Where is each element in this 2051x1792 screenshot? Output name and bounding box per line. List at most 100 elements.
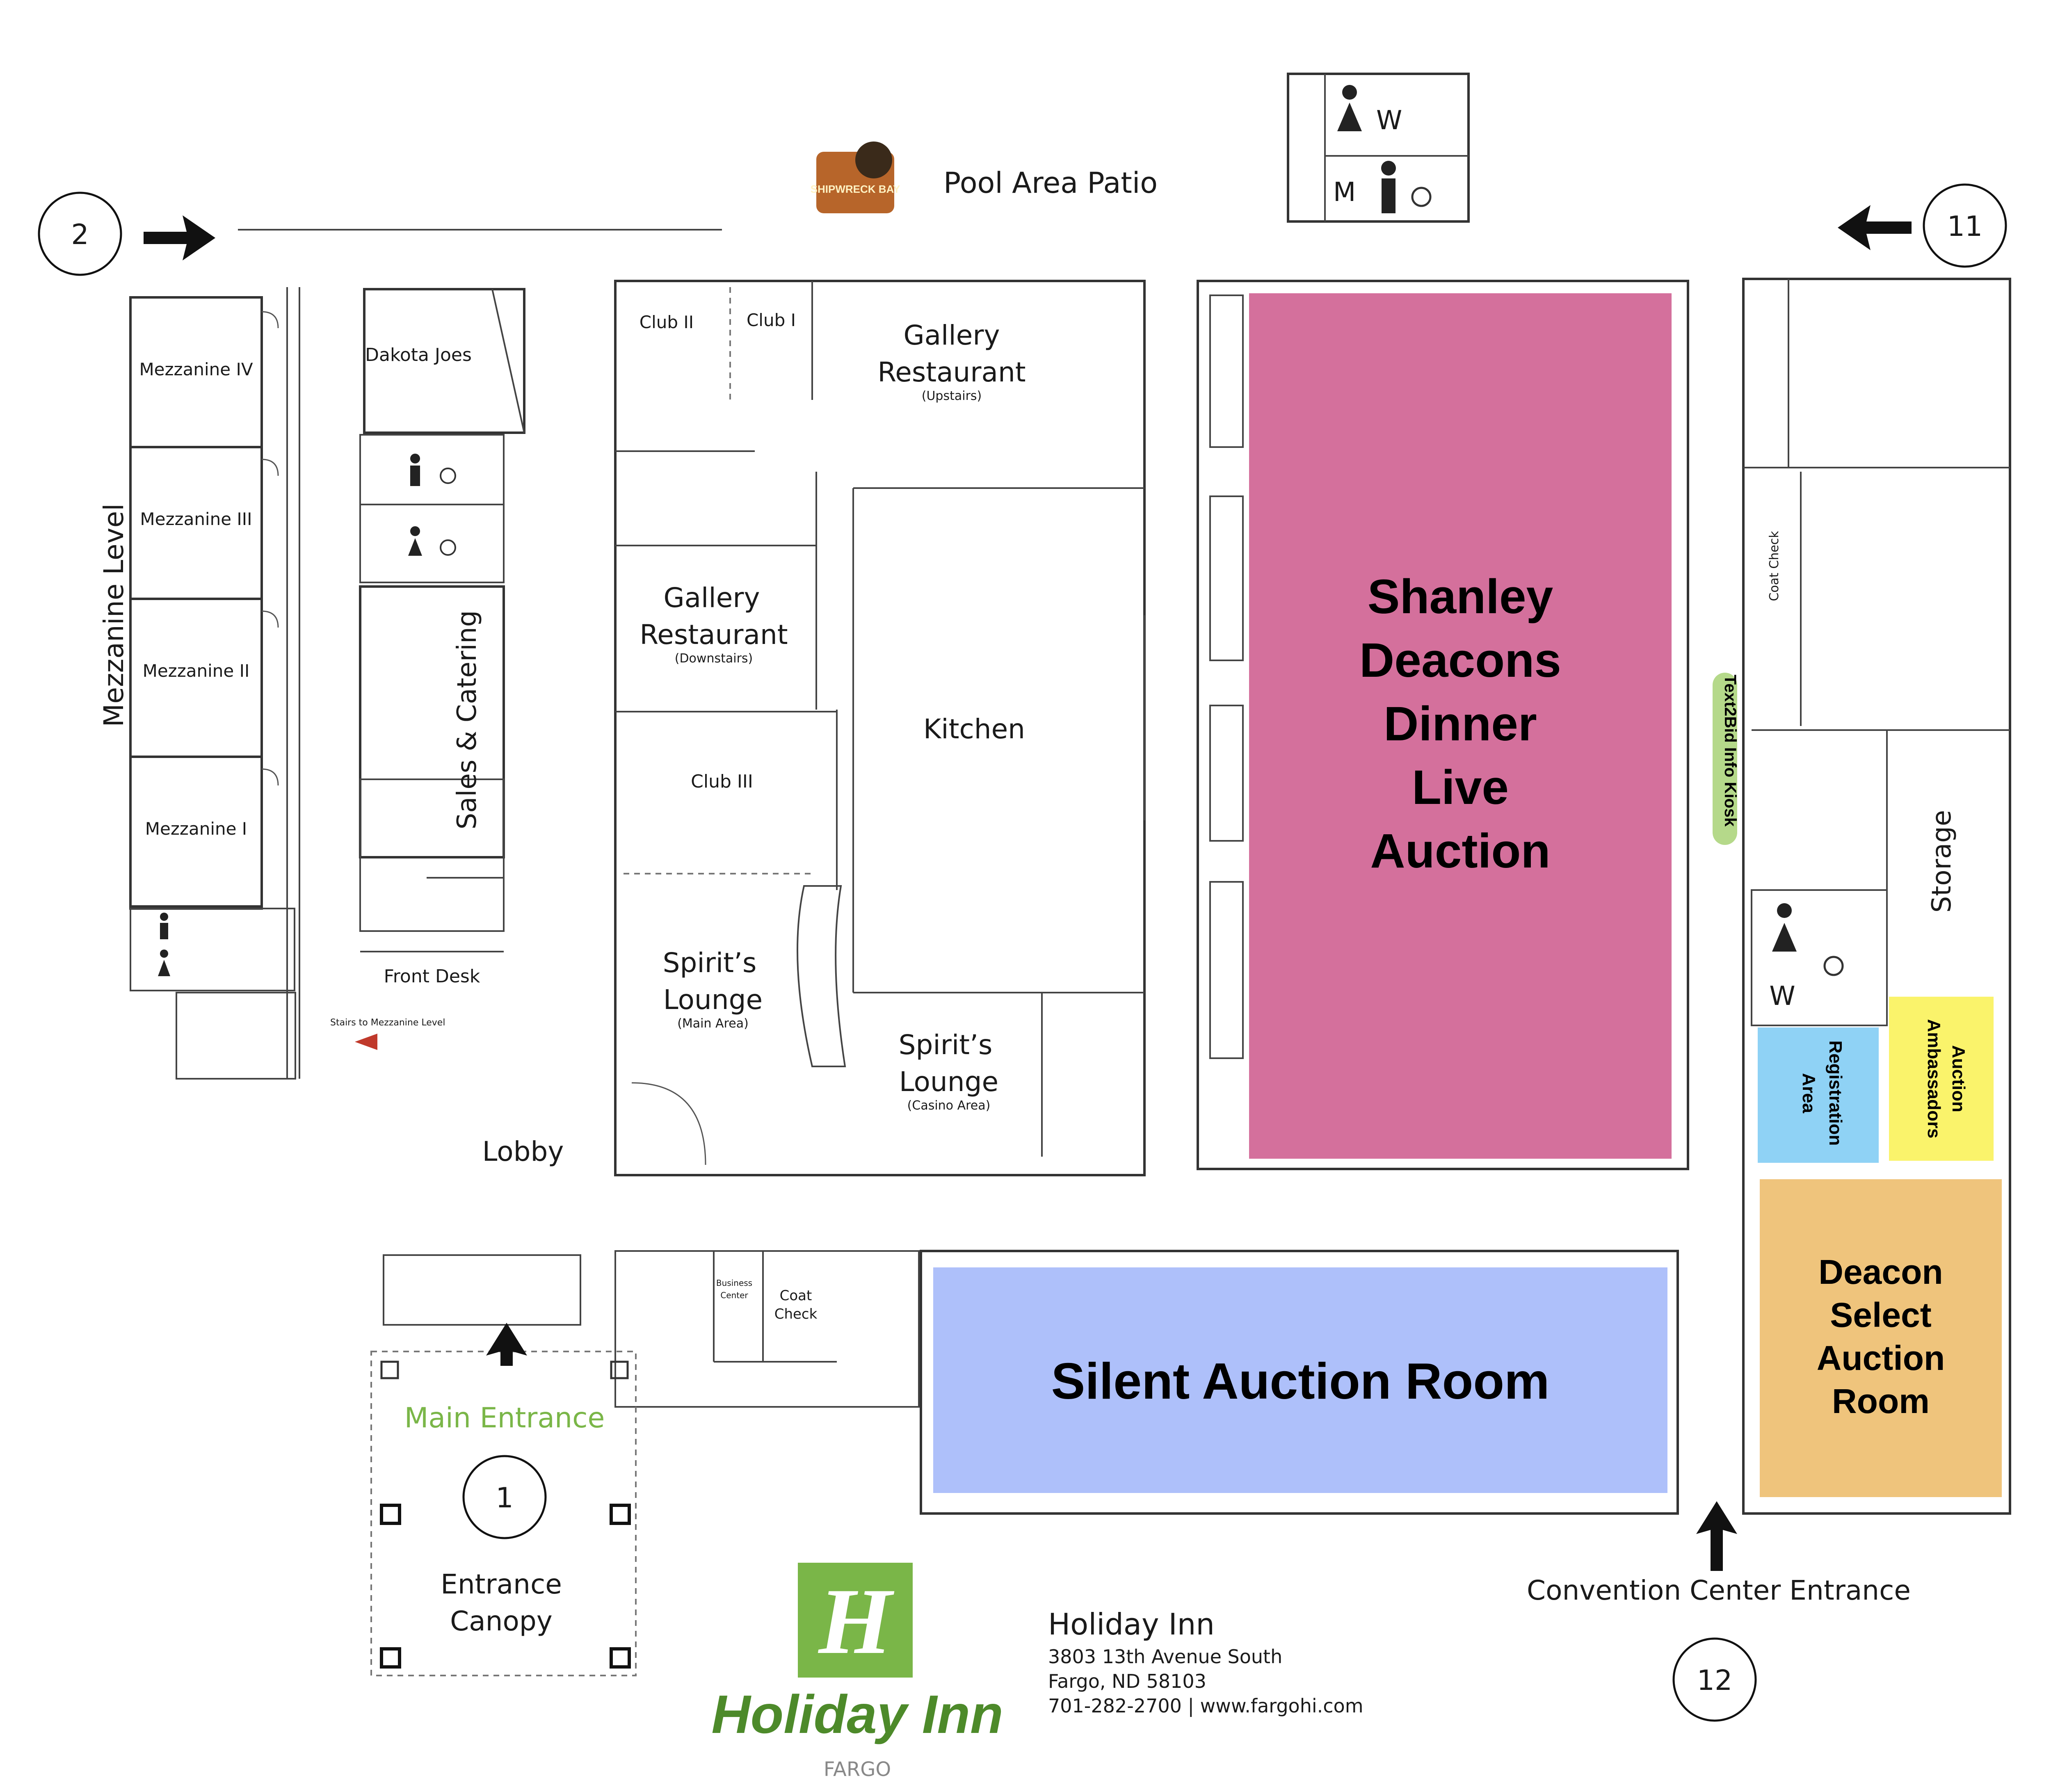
coat-check-line2: Check: [774, 1306, 818, 1322]
venue-contact: 701-282-2700 | www.fargohi.com: [1048, 1695, 1364, 1717]
room-gallery-downstairs-line1: Gallery: [663, 582, 760, 614]
room-mezzanine-4: Mezzanine IV: [139, 359, 253, 379]
room-club-3: Club III: [691, 771, 753, 792]
entrance-number-2: 2: [71, 219, 89, 251]
registration-line2: Area: [1799, 1073, 1819, 1113]
room-gallery-upstairs-line2: Restaurant: [877, 356, 1026, 388]
text2bid-kiosk-marker: [1713, 673, 1737, 845]
venue-address-line1: 3803 13th Avenue South: [1048, 1646, 1282, 1668]
room-gallery-upstairs-line1: Gallery: [903, 320, 1000, 351]
silent-auction-room: [933, 1267, 1667, 1493]
restroom-men-icon: [410, 454, 420, 486]
live-auction-room: [1249, 293, 1672, 1159]
pool-area: SHIPWRECK BAY Pool Area Patio: [238, 142, 1158, 231]
entrance-number-11: 11: [1947, 210, 1983, 243]
restroom-women-icon: [158, 950, 170, 976]
accessible-icon: [440, 468, 456, 484]
room-mezzanine-3: Mezzanine III: [140, 509, 252, 529]
deacon-select-line2: Select: [1830, 1296, 1932, 1334]
deacon-select-line3: Auction: [1817, 1339, 1945, 1377]
room-mezzanine-2: Mezzanine II: [143, 661, 250, 681]
pool-area-patio-label: Pool Area Patio: [943, 166, 1158, 200]
mezzanine-level-label: Mezzanine Level: [98, 503, 130, 727]
accessible-icon: [1411, 187, 1432, 207]
room-spirits-casino-line2: Lounge: [899, 1066, 998, 1098]
venue-address-line2: Fargo, ND 58103: [1048, 1670, 1206, 1692]
main-entrance-arrow-icon: [486, 1323, 527, 1366]
room-spirits-casino-line3: (Casino Area): [907, 1098, 991, 1113]
convention-wing: [614, 1250, 1679, 1515]
stairs-to-mezzanine-label: Stairs to Mezzanine Level: [330, 1018, 445, 1028]
front-desk-label: Front Desk: [384, 966, 480, 987]
stairs-arrow-icon: [355, 1034, 377, 1050]
registration-area: [1758, 1027, 1879, 1163]
men-restroom-label: M: [1333, 177, 1356, 208]
entrance-marker-11: 11: [1923, 183, 2007, 268]
room-club-1: Club I: [747, 310, 796, 330]
accessible-icon: [1823, 956, 1844, 976]
venue-name: Holiday Inn: [1048, 1607, 1215, 1641]
restroom-men-icon: [1381, 161, 1396, 213]
room-spirits-main-line2: Lounge: [663, 984, 763, 1016]
holiday-inn-logo: H Holiday Inn FARGO: [711, 1563, 1003, 1781]
coat-check-line1: Coat: [780, 1288, 812, 1304]
room-gallery-upstairs-line3: (Upstairs): [922, 389, 982, 403]
business-center-line1: Business: [716, 1278, 752, 1288]
room-kitchen: Kitchen: [923, 713, 1025, 745]
logo-city: FARGO: [824, 1758, 891, 1781]
lobby-label: Lobby: [482, 1136, 564, 1167]
room-mezzanine-1: Mezzanine I: [145, 819, 247, 839]
logo-wordmark: Holiday Inn: [711, 1684, 1003, 1744]
front-office-block: Dakota Joes Sales & Catering Front Desk …: [330, 288, 525, 1050]
auction-ambassadors-area: [1889, 997, 1994, 1161]
restroom-women-icon: [1772, 903, 1797, 952]
deacon-select-line4: Room: [1832, 1382, 1930, 1420]
accessible-icon: [440, 539, 456, 556]
ambassadors-line2: Ambassadors: [1924, 1019, 1944, 1138]
room-spirits-casino-line1: Spirit’s: [899, 1029, 993, 1061]
entrance-11-arrow-icon: [1838, 205, 1912, 250]
women-restroom-label-east: W: [1769, 981, 1795, 1011]
east-wing: W Coat Check Storage: [1742, 278, 2011, 1515]
room-storage: Storage: [1927, 810, 1957, 913]
restroom-women-icon: [1337, 85, 1362, 131]
entrance-canopy: Entrance Canopy: [370, 1254, 637, 1676]
restaurant-block: Club II Club I Club III Gallery Restaura…: [614, 280, 1146, 1176]
logo-h-icon: H: [818, 1569, 895, 1673]
room-gallery-downstairs-line2: Restaurant: [640, 619, 788, 651]
room-sales-catering: Sales & Catering: [452, 610, 482, 830]
room-gallery-downstairs-line3: (Downstairs): [675, 651, 753, 666]
entrance-marker-1: 1: [462, 1455, 547, 1539]
entrance-2-arrow-icon: [144, 215, 215, 260]
deacon-select-line1: Deacon: [1818, 1253, 1943, 1291]
entrance-marker-2: 2: [38, 192, 122, 276]
room-spirits-main-line1: Spirit’s: [663, 947, 757, 979]
live-auction-line2: Deacons: [1359, 633, 1561, 687]
room-club-2: Club II: [640, 312, 694, 332]
entrance-marker-12: 12: [1672, 1637, 1757, 1722]
deacon-select-auction-room: [1760, 1179, 2002, 1497]
mezzanine-wing: Mezzanine IV Mezzanine III Mezzanine II …: [98, 287, 300, 1080]
silent-auction-label: Silent Auction Room: [1051, 1353, 1550, 1410]
registration-line1: Registration: [1825, 1041, 1845, 1146]
room-dakota-joes: Dakota Joes: [365, 345, 472, 365]
canopy-label-line2: Canopy: [450, 1605, 553, 1637]
room-coat-check-east: Coat Check: [1767, 531, 1781, 601]
convention-entrance-arrow-icon: [1696, 1501, 1737, 1571]
live-auction-line3: Dinner: [1384, 697, 1537, 751]
restroom-men-icon: [160, 913, 168, 939]
ambassadors-line1: Auction: [1948, 1045, 1969, 1112]
business-center-line2: Center: [720, 1290, 748, 1300]
restroom-women-icon: [408, 526, 422, 556]
live-auction-line4: Live: [1412, 760, 1509, 815]
room-spirits-main-line3: (Main Area): [677, 1016, 749, 1031]
convention-entrance-label: Convention Center Entrance: [1527, 1575, 1911, 1606]
shipwreck-bay-logo-text: SHIPWRECK BAY: [811, 183, 900, 195]
entrance-number-1: 1: [496, 1482, 513, 1514]
text2bid-kiosk-label: Text2Bid Info Kiosk: [1721, 675, 1739, 827]
north-restrooms: W M: [1287, 73, 1470, 223]
canopy-label-line1: Entrance: [441, 1568, 562, 1600]
entrance-number-12: 12: [1697, 1664, 1733, 1697]
ballroom-structure: [1197, 280, 1689, 1170]
